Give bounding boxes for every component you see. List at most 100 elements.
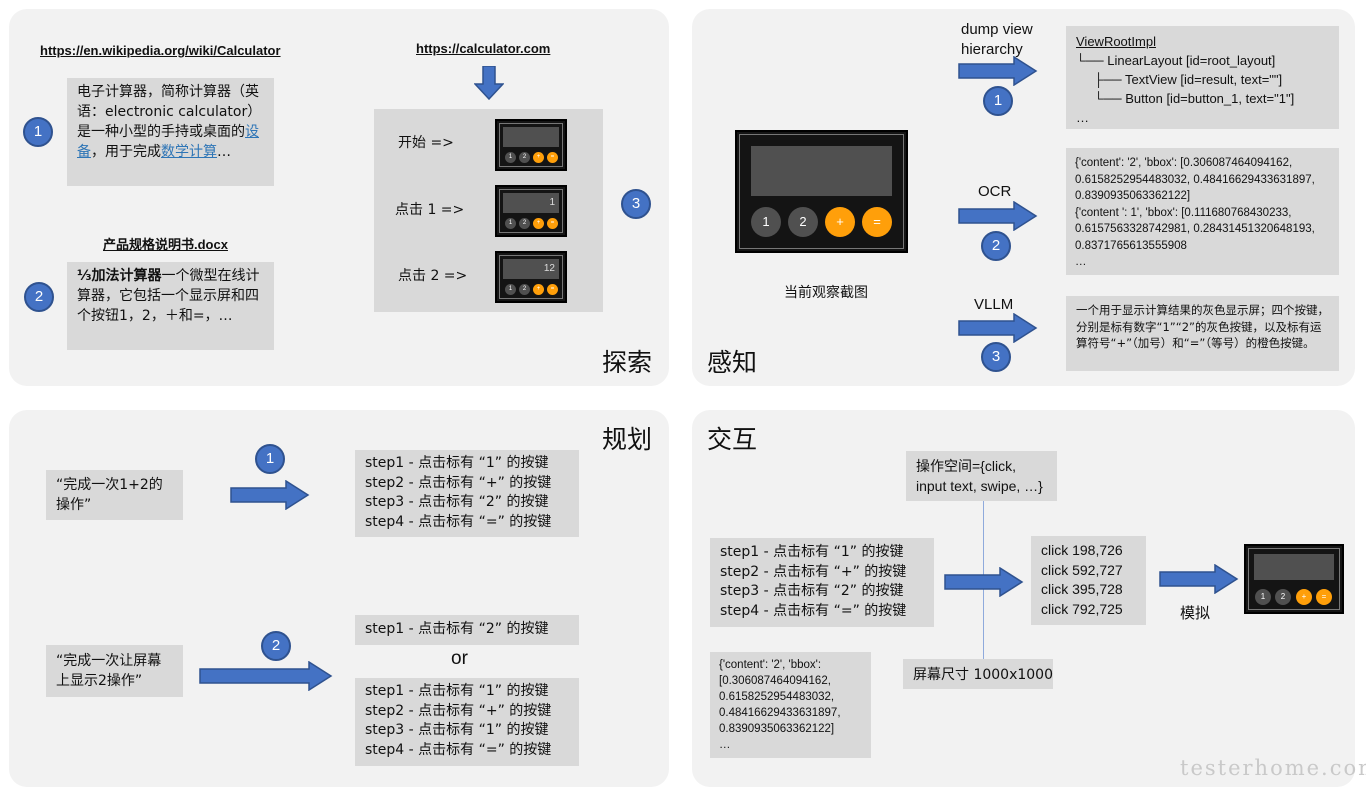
calc-button-plus: + — [825, 207, 855, 237]
plan-steps-2b: step1 - 点击标有 “1” 的按键 step2 - 点击标有 “+” 的按… — [355, 678, 579, 766]
plan-steps-1: step1 - 点击标有 “1” 的按键 step2 - 点击标有 “+” 的按… — [355, 450, 579, 537]
bbox-line: [0.306087464094162, — [719, 675, 831, 687]
calc-button-1: 1 — [1255, 589, 1271, 605]
calc-button-plus: + — [533, 284, 544, 295]
calc-button-plus: + — [533, 218, 544, 229]
interact-step: step4 - 点击标有 “=” 的按键 — [720, 602, 907, 619]
right-arrow-icon — [199, 661, 333, 691]
bbox-box: {'content': '2', 'bbox': [0.306087464094… — [710, 652, 871, 758]
explore-row-label-click2: 点击 2 => — [398, 268, 468, 284]
bbox-line: 0.8390935063362122] — [719, 723, 835, 735]
task-2-box: “完成一次让屏幕上显示2操作” — [46, 645, 183, 697]
task-2-text: “完成一次让屏幕上显示2操作” — [56, 653, 162, 689]
explore-row-label-start: 开始 => — [398, 135, 454, 151]
wiki-link-math[interactable]: 数学计算 — [161, 144, 217, 160]
calc-button-1: 1 — [751, 207, 781, 237]
bbox-line: 0.6158252954483032, — [719, 691, 835, 703]
calc-button-1: 1 — [505, 152, 516, 163]
interact-step: step2 - 点击标有 “+” 的按键 — [720, 563, 907, 580]
result-calculator: 1 2 + = — [1244, 544, 1344, 614]
screenshot-caption: 当前观察截图 — [784, 285, 868, 301]
hierarchy-line-1: └── LinearLayout [id=root_layout] — [1076, 53, 1276, 68]
plan-badge-1: 1 — [255, 444, 285, 474]
mini-calculator-after-2: 12 1 2 + = — [495, 251, 567, 303]
calc-button-2: 2 — [519, 284, 530, 295]
calc-button-equals: = — [862, 207, 892, 237]
interact-steps: step1 - 点击标有 “1” 的按键 step2 - 点击标有 “+” 的按… — [710, 538, 934, 627]
screen-size-box: 屏幕尺寸 1000x1000 — [903, 659, 1053, 689]
calculator-display — [503, 127, 559, 147]
calc-button-equals: = — [547, 284, 558, 295]
click-command: click 198,726 — [1041, 542, 1123, 558]
doc-text-bold: ⅓加法计算器 — [77, 268, 162, 284]
wiki-excerpt: 电子计算器，简称计算器（英语：electronic calculator）是一种… — [67, 78, 274, 186]
click-commands-box: click 198,726 click 592,727 click 395,72… — [1031, 536, 1146, 625]
calculator-display — [1254, 554, 1334, 580]
doc-text: 一个微型在线计算器，它包括一个显示屏和四个按钮1，2，＋和=，… — [77, 268, 260, 324]
calculator-display — [751, 146, 892, 196]
perceive-title: 感知 — [707, 348, 758, 377]
right-arrow-icon — [958, 56, 1038, 86]
right-arrow-icon — [944, 567, 1024, 597]
calc-button-equals: = — [1316, 589, 1332, 605]
method-label-vllm: VLLM — [974, 296, 1014, 313]
screenshot-calculator: 1 2 + = — [735, 130, 908, 253]
plan-title: 规划 — [602, 425, 653, 454]
method-label-ocr: OCR — [978, 183, 1012, 200]
ocr-result-box: {'content': '2', 'bbox': [0.306087464094… — [1066, 148, 1339, 275]
task-1-text: “完成一次1+2的操作” — [56, 477, 163, 513]
wiki-url[interactable]: https://en.wikipedia.org/wiki/Calculator — [40, 43, 281, 58]
hierarchy-more: … — [1076, 110, 1089, 125]
plan-step: step1 - 点击标有 “1” 的按键 — [365, 683, 549, 699]
calc-button-plus: + — [533, 152, 544, 163]
perceive-badge-1: 1 — [983, 86, 1013, 116]
bbox-line: 0.48416629433631897, — [719, 707, 841, 719]
doc-excerpt: ⅓加法计算器一个微型在线计算器，它包括一个显示屏和四个按钮1，2，＋和=，… — [67, 262, 274, 350]
click-command: click 592,727 — [1041, 561, 1123, 578]
explore-title: 探索 — [602, 348, 653, 377]
plan-steps-2a: step1 - 点击标有 “2” 的按键 — [355, 615, 579, 645]
ocr-line: 0.6157563328742981, 0.28431451320648193, — [1075, 223, 1315, 235]
perceive-badge-2: 2 — [981, 231, 1011, 261]
down-arrow-icon — [474, 66, 504, 100]
plan-step: step3 - 点击标有 “1” 的按键 — [365, 722, 549, 738]
plan-step: step4 - 点击标有 “=” 的按键 — [365, 513, 552, 530]
wiki-text-2: ，用于完成 — [91, 144, 161, 160]
mini-calculator-after-1: 1 1 2 + = — [495, 185, 567, 237]
interact-title: 交互 — [707, 425, 758, 454]
right-arrow-icon — [958, 313, 1038, 343]
calculator-url[interactable]: https://calculator.com — [416, 41, 551, 56]
hierarchy-line-3: └── Button [id=button_1, text="1"] — [1094, 91, 1295, 106]
right-arrow-icon — [958, 201, 1038, 231]
plan-badge-2: 2 — [261, 631, 291, 661]
plan-step: step1 - 点击标有 “1” 的按键 — [365, 455, 549, 471]
calc-button-1: 1 — [505, 284, 516, 295]
explore-badge-3: 3 — [621, 189, 651, 219]
watermark: testerhome.com — [1180, 756, 1366, 780]
action-space-box: 操作空间={click, input text, swipe, …} — [906, 451, 1057, 501]
calc-button-plus: + — [1296, 589, 1312, 605]
calc-button-equals: = — [547, 218, 558, 229]
simulate-label: 模拟 — [1180, 604, 1211, 622]
doc-name[interactable]: 产品规格说明书.docx — [103, 237, 228, 252]
interact-step: step3 - 点击标有 “2” 的按键 — [720, 583, 904, 599]
bbox-line: {'content': '2', 'bbox': — [719, 659, 822, 671]
calculator-display: 1 — [503, 193, 559, 213]
click-command: click 395,728 — [1041, 581, 1123, 597]
explore-badge-2: 2 — [24, 282, 54, 312]
vllm-text: 一个用于显示计算结果的灰色显示屏；四个按键，分别是标有数字“1”“2”的灰色按键… — [1076, 303, 1329, 350]
wiki-text-3: … — [217, 144, 231, 160]
plan-step: step1 - 点击标有 “2” 的按键 — [365, 621, 549, 637]
action-space-line: 操作空间={click, — [916, 458, 1016, 474]
ocr-line: 0.8371765613555908 — [1075, 239, 1187, 252]
or-label: or — [451, 648, 468, 669]
plan-step: step2 - 点击标有 “+” 的按键 — [365, 474, 552, 491]
calc-button-2: 2 — [519, 152, 530, 163]
bbox-line: … — [719, 739, 731, 751]
ocr-line: {'content': '2', 'bbox': [0.306087464094… — [1075, 157, 1293, 169]
mini-calculator-start: 1 2 + = — [495, 119, 567, 171]
hierarchy-line-2: ├── TextView [id=result, text=""] — [1094, 72, 1283, 87]
plan-step: step3 - 点击标有 “2” 的按键 — [365, 494, 549, 510]
wiki-link-device[interactable]: 设备 — [77, 124, 259, 160]
right-arrow-icon — [1159, 564, 1239, 594]
